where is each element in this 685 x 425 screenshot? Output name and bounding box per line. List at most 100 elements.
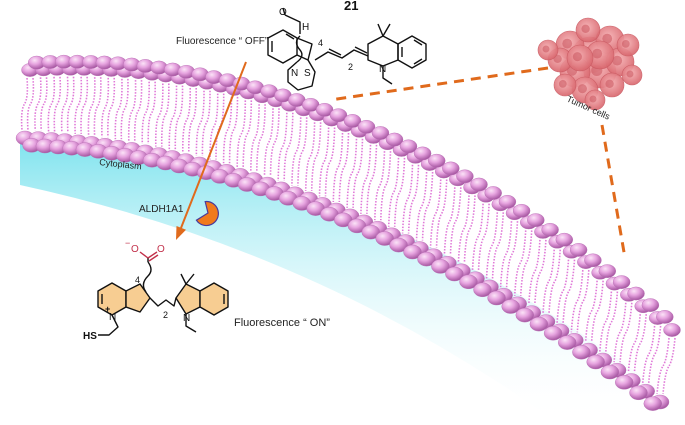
lipid-tail [542,249,555,314]
tumor-cell-nucleus [602,33,613,44]
tumor-cell-nucleus [592,48,603,59]
lipid-heads-outer-leaflet [21,54,681,337]
lipid-tail [505,221,519,288]
lipid-tail [141,81,150,144]
lipid-tail [47,76,56,132]
lipid-tail [304,122,316,192]
lipid-head [329,108,348,122]
tumor-cell-nucleus [589,95,597,103]
lipid-tail [283,112,294,181]
lipid-head [663,323,681,337]
compound-21-atom-labels: O H 4 S N 2 N [279,7,386,79]
tumor-connectors [329,66,627,259]
lipid-tail [160,83,170,147]
lipid-tail [93,77,102,136]
lipid-head [600,364,620,380]
lipid-tail [263,108,274,177]
lipid-head [543,326,563,341]
lipid-tail [662,337,676,395]
lipid-tail [154,83,164,147]
lipid-tail [548,249,561,314]
lipid-head [417,251,436,267]
lipid-tail [60,76,69,133]
lipid-tail [429,179,442,248]
lipid-head [357,120,376,134]
lipid-tail [222,96,233,164]
lipid-tail [633,314,647,373]
lipid-head [487,290,506,306]
tumor-cell-nucleus [621,40,630,48]
lipid-tail [584,280,598,343]
lipid-head [403,244,422,260]
lipid-head [598,264,616,278]
lipid-head [629,385,648,400]
lipid-tail [576,270,590,333]
lipid-tail [366,144,378,214]
tumor-cell-nucleus [572,52,582,62]
lipid-tail [209,93,219,160]
lipid-head [501,299,520,314]
lipid-head [615,375,634,390]
lipid-head [529,316,549,332]
tumor-cell-nucleus [626,70,634,78]
lipid-head [612,275,631,289]
compound-21-structure [267,7,427,91]
lipid-head [343,114,362,128]
lipid-tail [457,195,470,263]
fluorescence-on-label: Fluorescence “ ON” [234,317,330,329]
lipid-head [375,231,394,246]
lipid-tail [499,221,513,288]
lipid-head [498,194,517,209]
lipid-tail [201,90,211,157]
lipid-tail [40,77,48,131]
lipid-head [656,310,674,324]
on-atom-o-minus: O [131,244,139,255]
lipid-tail [107,77,116,138]
lipid-tail [181,87,192,153]
lipid-tail [80,76,89,134]
lipid-head [347,218,367,234]
tumor-cell-nucleus [562,38,573,49]
lipid-head [515,307,534,323]
lipid-tail [619,302,633,363]
lipid-tail [613,302,627,363]
on-sub-2: 2 [163,310,168,320]
tumor-cell-nucleus [542,45,550,53]
lipid-tail [387,157,400,227]
lipid-head [428,153,446,168]
tumor-cell-nucleus [605,79,614,89]
lipid-tail [656,337,670,395]
lipid-tail [114,78,123,140]
lipid-tail [332,132,344,203]
lipid-tail [641,325,656,384]
lipid-tail [415,171,428,241]
lipid-tails [20,76,676,395]
lipid-tail [407,164,420,234]
lipid-tail [519,230,533,296]
off-atom-h: H [302,22,309,33]
on-atom-n2: N [183,313,190,324]
lipid-tail [393,157,406,227]
lipid-tail [485,212,499,279]
on-atom-n1: N [109,312,116,323]
lipid-tail [605,291,619,353]
tumor-cell-nucleus [577,84,587,94]
lipid-tail [53,76,62,132]
lipid-tail [250,104,260,172]
lipid-tail [534,239,547,305]
enzyme-label: ALDH1A1 [139,204,184,215]
lipid-head [389,237,408,253]
lipid-tail [449,187,462,256]
lipid-tail [310,122,322,192]
lipid-tail [236,100,247,168]
lipid-tail [463,195,476,263]
activated-dye-atom-labels: O O − 4 N + 2 N HS [83,238,190,342]
lipid-tail [562,259,576,323]
lipid-tail [599,291,613,353]
lipid-head [512,203,531,218]
lipid-tail [627,314,641,373]
off-atom-n1: N [291,68,298,79]
lipid-head [641,298,660,312]
lipid-tail [435,179,448,248]
lipid-tail [26,77,35,131]
